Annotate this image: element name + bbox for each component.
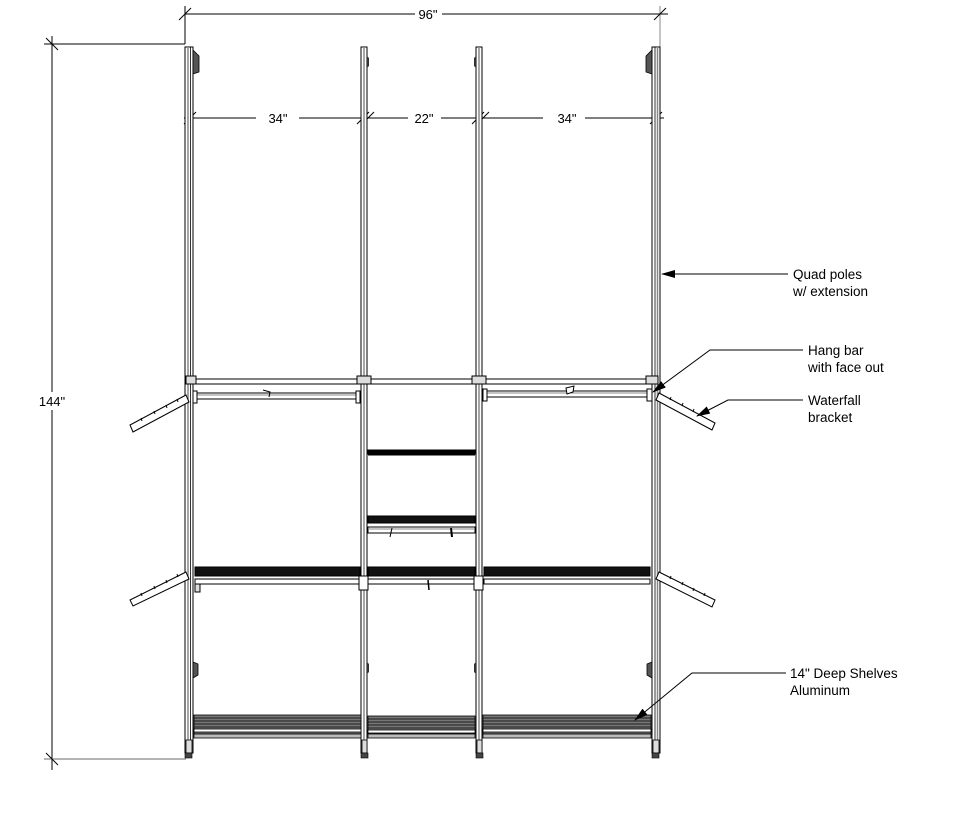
callout-quad-poles: Quad poles w/ extension (792, 267, 868, 299)
bottom-shelves-aluminum (193, 714, 652, 739)
dimension-overall-height (44, 36, 186, 770)
pole-3 (474, 46, 484, 759)
svg-text:bracket: bracket (808, 410, 853, 425)
upper-hang-rails (185, 375, 659, 385)
center-bay-shelf-upper (367, 515, 476, 538)
center-bay-rail (367, 449, 476, 456)
bottom-shelf-right (482, 714, 652, 739)
svg-text:w/ extension: w/ extension (792, 284, 868, 299)
callout-leaders (634, 270, 803, 721)
overall-height-label: 144" (39, 394, 66, 409)
svg-text:Quad poles: Quad poles (793, 267, 862, 282)
waterfall-brackets (129, 392, 716, 608)
bottom-shelf-center (367, 715, 476, 739)
waterfall-bracket-right-lower (655, 571, 716, 608)
bay-left-width-label: 34" (268, 111, 287, 126)
svg-text:Aluminum: Aluminum (790, 683, 850, 698)
hang-bar-face-out-left (192, 389, 361, 404)
overall-width-label: 96" (418, 7, 437, 22)
svg-text:Hang bar: Hang bar (808, 343, 864, 358)
hang-bar-face-out-right (482, 385, 653, 402)
bottom-shelf-left (193, 714, 362, 739)
waterfall-bracket-left-lower (129, 571, 190, 607)
bay-center-width-label: 22" (414, 111, 433, 126)
pole-2 (360, 46, 369, 759)
middle-shelves (194, 566, 651, 593)
bay-right-width-label: 34" (557, 111, 576, 126)
callout-waterfall-bracket: Waterfall bracket (808, 393, 861, 425)
quad-poles (184, 46, 661, 759)
pole-4 (645, 46, 661, 759)
svg-text:with face out: with face out (807, 360, 884, 375)
waterfall-bracket-left-upper (129, 394, 190, 433)
svg-text:Waterfall: Waterfall (808, 393, 861, 408)
svg-text:14" Deep Shelves: 14" Deep Shelves (790, 666, 898, 681)
callout-deep-shelves: 14" Deep Shelves Aluminum (790, 666, 898, 698)
dimension-overall-width (178, 6, 668, 60)
callout-hang-bar: Hang bar with face out (807, 343, 884, 375)
